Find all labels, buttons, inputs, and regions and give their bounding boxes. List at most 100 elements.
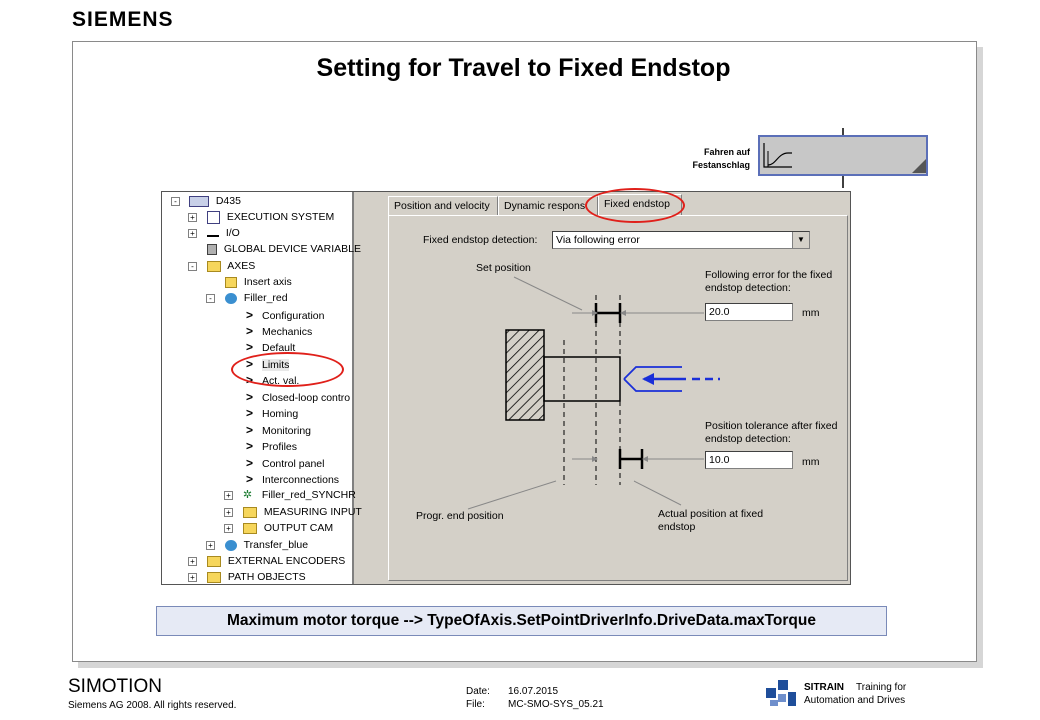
fixed-endstop-diagram xyxy=(467,276,720,510)
fixed-endstop-function-block[interactable] xyxy=(758,135,928,176)
document-icon xyxy=(206,210,220,224)
tolerance-input[interactable]: 10.0 xyxy=(705,451,793,469)
chevron-down-icon[interactable]: ▼ xyxy=(792,232,809,248)
date-label: Date: xyxy=(466,686,490,697)
tree-item-label: Default xyxy=(262,342,296,354)
tree-item-interconnections[interactable]: >Interconnections xyxy=(246,471,339,487)
following-error-unit: mm xyxy=(802,307,820,319)
chevron-right-icon: > xyxy=(246,308,254,322)
tolerance-label-line2: endstop detection: xyxy=(705,433,791,445)
sitrain-subtitle-1: Training for xyxy=(856,682,907,693)
tree-item-label: GLOBAL DEVICE VARIABLE xyxy=(223,243,361,255)
tree-item-axes[interactable]: - AXES xyxy=(188,258,255,274)
folder-icon xyxy=(242,522,257,534)
tree-item-filler-red-synchr[interactable]: + ✲ Filler_red_SYNCHR xyxy=(224,487,356,503)
chevron-right-icon: > xyxy=(246,324,254,338)
io-icon xyxy=(206,229,219,238)
tree-item-label: Configuration xyxy=(262,310,325,322)
tree-item-mechanics[interactable]: > Mechanics xyxy=(246,323,312,339)
tree-item-label: I/O xyxy=(225,227,240,239)
tree-item-label: Filler_red xyxy=(243,292,288,304)
tree-item-d435[interactable]: - D435 xyxy=(171,193,241,209)
tab-dynamic-response[interactable]: Dynamic respons xyxy=(498,196,598,215)
tree-item-label: Monitoring xyxy=(262,425,312,437)
folder-icon xyxy=(206,555,221,567)
tolerance-label-line1: Position tolerance after fixed xyxy=(705,420,838,432)
file-value: MC-SMO-SYS_05.21 xyxy=(508,699,604,710)
tree-item-io[interactable]: + I/O xyxy=(188,225,240,241)
tree-item-label: D435 xyxy=(215,195,241,207)
chevron-right-icon: > xyxy=(246,439,254,453)
tree-item-closed-loop-control[interactable]: >Closed-loop contro xyxy=(246,389,350,405)
following-error-label: Following error for the fixed endstop de… xyxy=(705,269,832,295)
settings-panel xyxy=(385,192,850,584)
following-error-input[interactable]: 20.0 xyxy=(705,303,793,321)
tree-item-path-objects[interactable]: + PATH OBJECTS xyxy=(188,569,306,585)
tree-item-configuration[interactable]: > Configuration xyxy=(246,307,324,323)
following-error-label-line1: Following error for the fixed xyxy=(705,269,833,281)
tree-item-label: Insert axis xyxy=(243,276,292,288)
max-torque-note: Maximum motor torque --> TypeOfAxis.SetP… xyxy=(156,606,887,636)
tree-item-label: Closed-loop contro xyxy=(262,392,351,404)
travel-curve-icon xyxy=(763,143,926,173)
tree-item-output-cam[interactable]: + OUTPUT CAM xyxy=(224,520,333,536)
tree-item-label: Profiles xyxy=(262,441,298,453)
tree-item-monitoring[interactable]: >Monitoring xyxy=(246,422,311,438)
folder-icon xyxy=(206,571,221,583)
tree-item-control-panel[interactable]: > Control panel xyxy=(246,455,324,471)
tree-item-label: Interconnections xyxy=(262,474,340,486)
siemens-logo: SIEMENS xyxy=(72,8,174,31)
following-error-label-line2: endstop detection: xyxy=(705,282,791,294)
tree-item-label: Control panel xyxy=(262,458,325,470)
sync-icon: ✲ xyxy=(242,488,253,501)
detection-select[interactable]: Via following error ▼ xyxy=(552,231,810,249)
tree-item-label: Homing xyxy=(262,408,299,420)
tolerance-label: Position tolerance after fixed endstop d… xyxy=(705,420,838,446)
highlight-limits-item xyxy=(231,352,344,387)
device-icon xyxy=(188,195,209,207)
tree-item-label: MEASURING INPUT xyxy=(263,506,362,518)
sitrain-subtitle-2: Automation and Drives xyxy=(804,695,906,706)
highlight-fixed-endstop-tab xyxy=(585,188,685,223)
tree-item-measuring-input[interactable]: + MEASURING INPUT xyxy=(224,504,362,520)
detection-select-value: Via following error xyxy=(556,234,640,246)
file-label: File: xyxy=(466,699,485,710)
sitrain-logo-icon xyxy=(766,680,796,706)
chevron-right-icon: > xyxy=(246,340,254,354)
axis-icon xyxy=(224,292,237,304)
tree-item-external-encoders[interactable]: + EXTERNAL ENCODERS xyxy=(188,553,345,569)
axis-icon xyxy=(224,539,237,551)
tree-item-filler-red[interactable]: - Filler_red xyxy=(206,290,288,306)
sitrain-name: SITRAIN xyxy=(804,682,844,693)
date-value: 16.07.2015 xyxy=(508,686,559,697)
copyright: Siemens AG 2008. All rights reserved. xyxy=(68,700,237,711)
tab-position-and-velocity[interactable]: Position and velocity xyxy=(388,196,498,215)
tree-item-label: PATH OBJECTS xyxy=(227,571,306,583)
tree-item-global-device-variables[interactable]: GLOBAL DEVICE VARIABLE xyxy=(188,241,361,257)
tree-item-transfer-blue[interactable]: + Transfer_blue xyxy=(206,537,308,553)
slide-title: Setting for Travel to Fixed Endstop xyxy=(316,54,731,82)
tree-item-label: EXTERNAL ENCODERS xyxy=(227,555,346,567)
tolerance-unit: mm xyxy=(802,456,820,468)
folder-icon xyxy=(242,506,257,518)
actual-position-label-line2: endstop xyxy=(658,521,696,533)
progr-end-position-label: Progr. end position xyxy=(416,510,504,522)
tree-item-profiles[interactable]: > Profiles xyxy=(246,438,297,454)
fahren-label: Fahren auf Festanschlag xyxy=(680,146,750,172)
fahren-label-line1: Fahren auf xyxy=(703,147,750,157)
tree-item-label: Mechanics xyxy=(262,326,313,338)
insert-axis-icon xyxy=(224,276,237,288)
database-icon xyxy=(206,243,217,255)
tree-item-insert-axis[interactable]: Insert axis xyxy=(206,274,292,290)
tree-item-label: Filler_red_SYNCHR xyxy=(261,489,356,501)
tree-item-homing[interactable]: > Homing xyxy=(246,405,298,421)
chevron-right-icon: > xyxy=(246,456,254,470)
tree-item-execution-system[interactable]: + EXECUTION SYSTEM xyxy=(188,209,334,225)
detection-label: Fixed endstop detection: xyxy=(423,234,538,246)
tree-item-default[interactable]: > Default xyxy=(246,339,295,355)
chevron-right-icon: > xyxy=(246,406,254,420)
set-position-label: Set position xyxy=(476,262,531,274)
actual-position-label: Actual position at fixed endstop xyxy=(658,508,763,534)
project-tree xyxy=(162,192,354,584)
tree-item-label: OUTPUT CAM xyxy=(263,522,334,534)
